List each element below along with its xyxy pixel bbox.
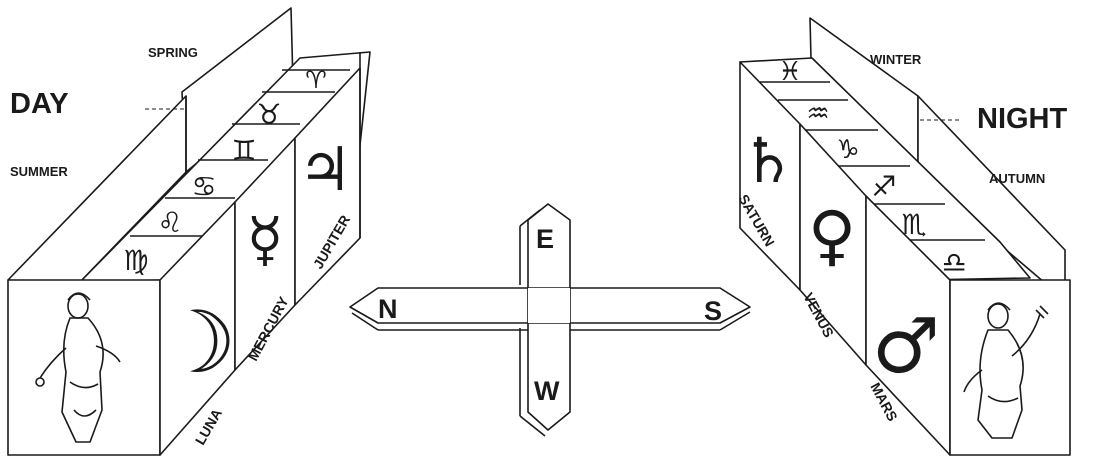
jupiter-glyph: ♃ [298, 135, 352, 205]
mars-glyph: ♂ [872, 301, 940, 390]
taurus-glyph: ♉ [256, 98, 281, 131]
compass-e: E [536, 224, 554, 254]
season-winter: WINTER [870, 52, 922, 67]
cancer-glyph: ♋ [191, 170, 216, 203]
pisces-glyph: ♓ [778, 57, 801, 87]
compass-north-arm [350, 288, 528, 323]
saturn-glyph: ♄ [740, 124, 796, 197]
aquarius-glyph: ♒ [806, 99, 829, 129]
compass-south-arm [570, 288, 750, 323]
aries-glyph: ♈ [305, 66, 327, 94]
season-spring: SPRING [148, 45, 198, 60]
gemini-glyph: ♊ [231, 134, 256, 167]
sagittarius-glyph: ♐ [871, 170, 896, 203]
mercury-glyph: ☿ [247, 205, 284, 275]
moon-glyph: ☽ [159, 293, 236, 393]
night-front-face [950, 280, 1070, 455]
venus-glyph: ♀ [808, 197, 856, 274]
season-summer: SUMMER [10, 164, 68, 179]
libra-glyph: ♎ [941, 246, 966, 279]
night-title: NIGHT [977, 103, 1068, 135]
day-title: DAY [10, 88, 69, 120]
capricorn-glyph: ♑ [836, 135, 859, 165]
compass-w: W [534, 376, 560, 406]
compass-s: S [704, 296, 722, 326]
season-autumn: AUTUMN [989, 171, 1045, 186]
leo-glyph: ♌ [157, 206, 182, 239]
virgo-glyph: ♍ [123, 244, 148, 277]
compass-n: N [378, 294, 398, 324]
scorpio-glyph: ♏ [901, 208, 926, 241]
